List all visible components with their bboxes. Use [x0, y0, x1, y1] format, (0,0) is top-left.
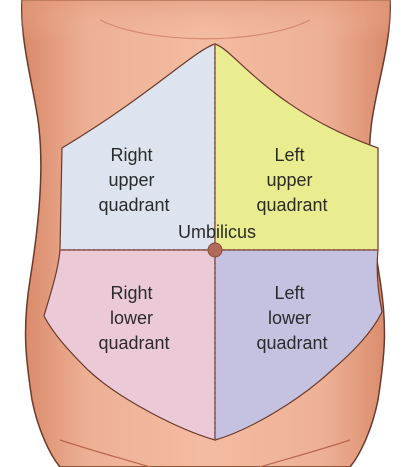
- umbilicus-label: Umbilicus: [178, 222, 256, 242]
- chest-shading: [22, 0, 390, 40]
- umbilicus-dot: [208, 243, 222, 257]
